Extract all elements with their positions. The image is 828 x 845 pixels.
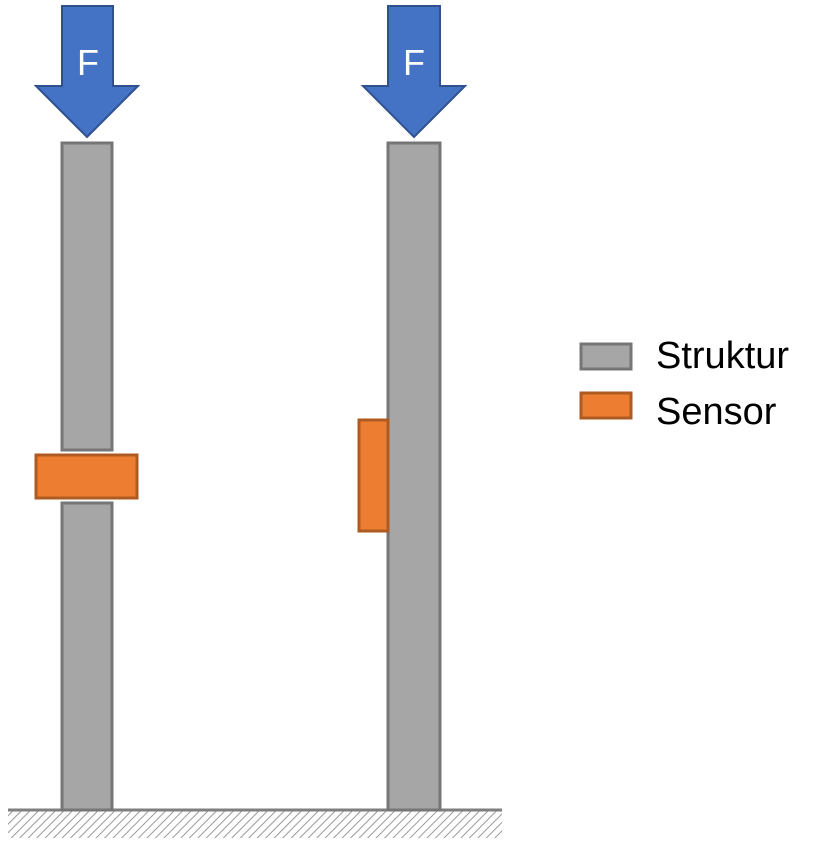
left-force-arrow: F xyxy=(33,5,141,139)
right-sensor xyxy=(357,418,390,533)
left-sensor xyxy=(34,453,139,500)
right-force-arrow: F xyxy=(360,5,468,139)
legend-swatch-sensor xyxy=(579,391,633,420)
ground xyxy=(8,808,502,838)
left-force-label: F xyxy=(77,42,99,83)
down-arrow-icon xyxy=(33,5,141,139)
legend-swatch-struktur xyxy=(579,342,633,371)
right-column xyxy=(357,141,442,812)
down-arrow-icon xyxy=(360,5,468,139)
legend-item-sensor: Sensor xyxy=(579,391,777,433)
left-column xyxy=(34,141,139,812)
left-structure-lower xyxy=(60,501,114,812)
legend-label-struktur: Struktur xyxy=(656,335,789,377)
ground-hatch xyxy=(8,810,502,838)
right-structure xyxy=(386,141,442,812)
legend-item-struktur: Struktur xyxy=(579,335,789,377)
legend: Struktur Sensor xyxy=(579,335,789,433)
right-force-label: F xyxy=(403,42,425,83)
legend-label-sensor: Sensor xyxy=(656,391,777,433)
left-structure-upper xyxy=(60,141,114,452)
